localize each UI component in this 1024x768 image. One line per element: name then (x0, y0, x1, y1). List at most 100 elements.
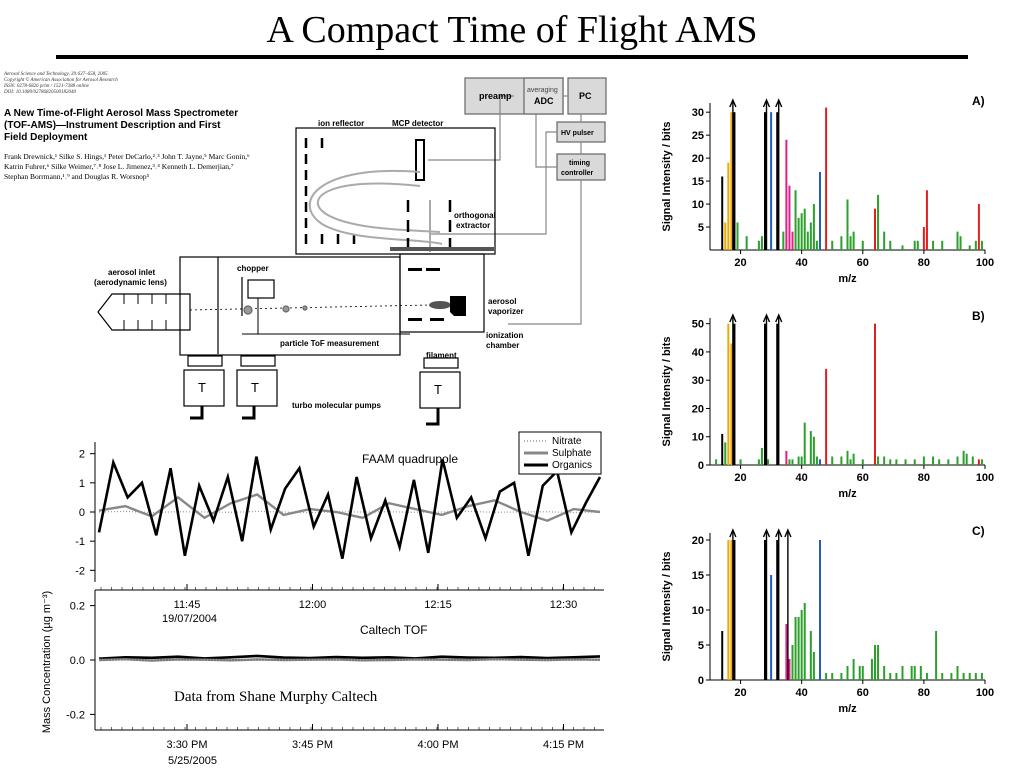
ion-reflector-label: ion reflector (318, 119, 364, 128)
spectrum-bar (941, 240, 944, 250)
y-tick-label: 0.0 (70, 655, 85, 667)
spectrum-bar (935, 631, 938, 680)
spectrum-panel-label: B) (972, 309, 985, 323)
ion-path-2 (308, 169, 443, 245)
spectrum-bar (861, 240, 864, 250)
spectrum-bar (776, 540, 779, 680)
spectrum-bar (794, 190, 797, 250)
paper-title: A New Time-of-Flight Aerosol Mass Spectr… (4, 108, 239, 143)
spectrum-bar (791, 645, 794, 680)
spectrum-bar (852, 231, 855, 250)
spectrum-bar (968, 245, 971, 250)
spectrum-y-tick-label: 15 (692, 570, 704, 582)
spectrum-bar (925, 673, 928, 680)
spectrum-bar (846, 666, 849, 680)
spectrum-y-tick-label: 30 (692, 107, 704, 119)
spectrum-y-tick-label: 5 (698, 640, 704, 652)
spectrum-bar (730, 112, 733, 250)
legend-label-nitrate: Nitrate (552, 436, 582, 447)
spectrum-bar (980, 240, 983, 250)
spectrum-bar (715, 459, 718, 465)
arrow-head (762, 98, 771, 108)
spectrum-bar (825, 673, 828, 680)
spectrum-x-tick-label: 40 (796, 687, 808, 699)
spectrum-y-tick-label: 0 (698, 460, 704, 472)
spectrum-x-tick-label: 60 (857, 472, 869, 484)
spectrum-bar (785, 450, 788, 465)
spectrum-x-tick-label: 80 (918, 257, 930, 269)
spectrum-bar (883, 456, 886, 465)
spectrum-bar (831, 240, 834, 250)
spectrum-bar (883, 231, 886, 250)
spectrum-bar (785, 624, 788, 680)
spectrum-x-tick-label: 60 (857, 687, 869, 699)
spectrum-bar (895, 459, 898, 465)
hv-pulser-label: HV pulser (561, 130, 594, 137)
spectrum-bar (819, 171, 821, 250)
top-date-label: 19/07/2004 (162, 613, 217, 625)
mcp-detector (415, 139, 425, 181)
spectrum-bar (916, 240, 919, 250)
arrow-head (729, 98, 737, 108)
spectrum-bar (932, 456, 935, 465)
spectrum-bar (977, 459, 980, 465)
spectrum-y-tick-label: 15 (692, 176, 704, 188)
spectrum-y-tick-label: 20 (692, 153, 704, 165)
spectrum-bar (800, 213, 803, 250)
arrow-head (729, 528, 737, 538)
spectrum-x-tick-label: 20 (734, 257, 746, 269)
spectrum-bar (788, 459, 791, 465)
turbo-pump-1 (183, 369, 225, 407)
x-tick-label: 4:15 PM (543, 739, 584, 751)
top-chart-title: FAAM quadrupole (362, 452, 458, 466)
x-tick-label: 4:00 PM (418, 739, 459, 751)
spectrum-bar (861, 666, 864, 680)
spectrum-bar (757, 459, 760, 465)
spectrum-bar (809, 431, 812, 465)
y-tick-label: 1 (79, 478, 85, 490)
spectrum-bar (757, 240, 760, 250)
spectrum-bar (846, 199, 849, 250)
spectrum-bar (968, 673, 971, 680)
vaporizer-block (450, 296, 466, 316)
ionization-label-2: chamber (486, 341, 519, 350)
spectrum-bar (721, 433, 724, 465)
spectrum-y-tick-label: 50 (692, 319, 704, 331)
spectrum-bar (803, 208, 806, 250)
spectrum-bar (733, 112, 736, 250)
spectrum-bar (913, 240, 916, 250)
x-tick-label: 3:45 PM (292, 739, 333, 751)
spectrum-bar (730, 343, 733, 465)
spectrum-bar (776, 112, 779, 250)
spectrum-bar (727, 540, 730, 680)
pump-letter-1: T (198, 380, 206, 395)
inlet-label-1: aerosol inlet (108, 268, 155, 277)
spectrum-bar (870, 659, 873, 680)
spectrum-bar (791, 459, 794, 465)
x-tick-label: 12:00 (299, 599, 327, 611)
spectrum-bar (733, 323, 736, 465)
spectrum-bar (889, 459, 892, 465)
particle-beam-spot (429, 301, 451, 309)
timing-controller-box (556, 153, 606, 181)
spectrum-x-tick-label: 60 (857, 257, 869, 269)
spectrum-bar (846, 450, 849, 465)
spectrum-bar (895, 673, 898, 680)
spectrum-bar (800, 610, 803, 680)
spectrum-bar (760, 448, 763, 465)
spectrum-bar (825, 107, 828, 250)
pump-letter-2: T (251, 380, 259, 395)
spectrum-bar (910, 666, 913, 680)
arrow-head (762, 313, 771, 323)
spectrum-x-tick-label: 80 (918, 687, 930, 699)
spectrum-bar (831, 673, 834, 680)
spectrum-bar (797, 217, 800, 250)
spectrum-bar (883, 666, 886, 680)
particle-tof-label: particle ToF measurement (280, 339, 379, 348)
arrow-head (762, 528, 771, 538)
spectrum-bar (815, 240, 818, 250)
spectrum-x-label: m/z (838, 273, 857, 285)
